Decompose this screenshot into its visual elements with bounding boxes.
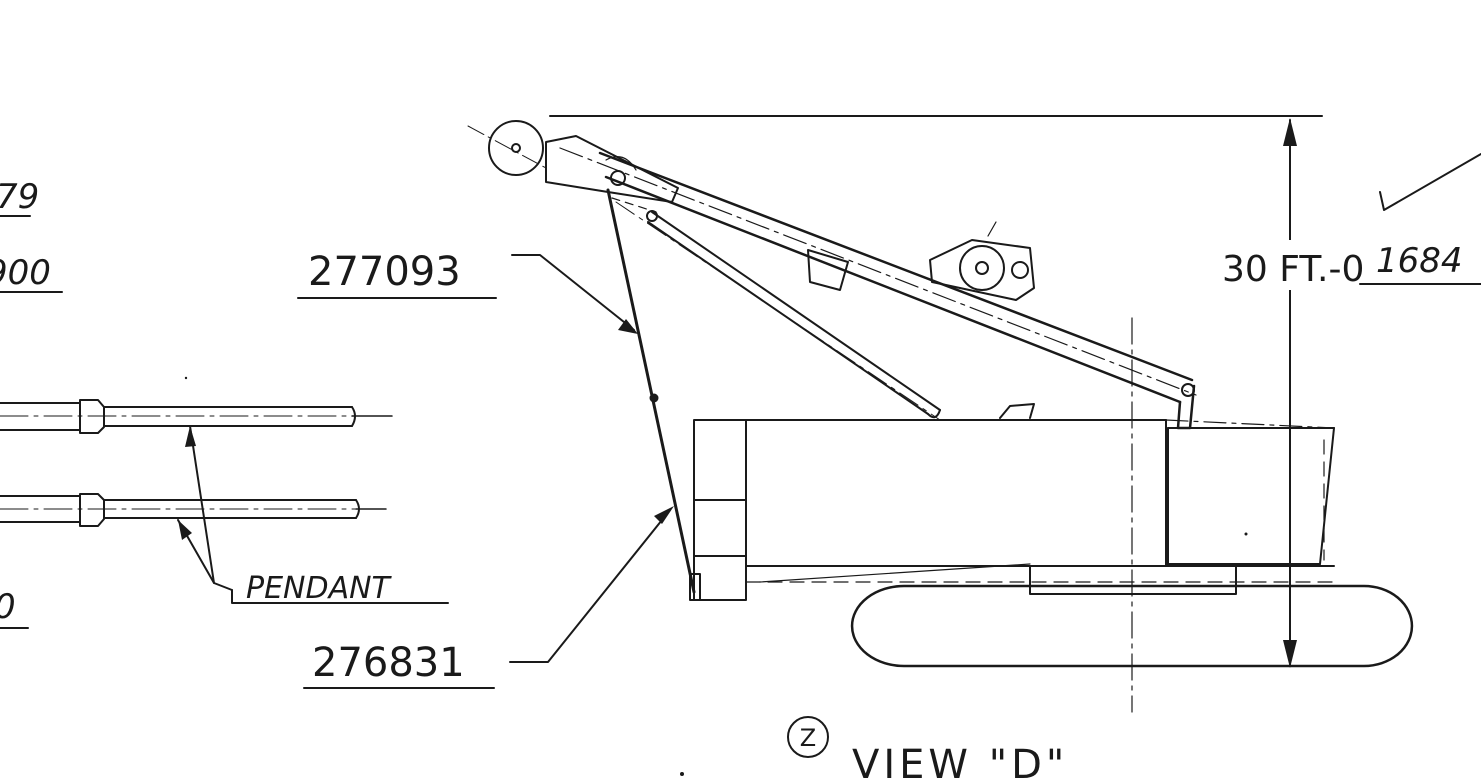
- boom-tip: [467, 120, 679, 203]
- view-marker-circle: [787, 716, 829, 758]
- counterweight: [689, 419, 747, 601]
- pendant-lower-rod: [0, 493, 387, 527]
- view-marker-letter: Z: [800, 724, 816, 752]
- carbody: [1029, 565, 1237, 595]
- crawler-track: [850, 584, 1414, 668]
- pendant-line: [606, 188, 696, 594]
- boom-foot-pin: [1181, 383, 1195, 397]
- left-edge-label-mid: 900: [0, 253, 51, 293]
- leader-277093: [511, 254, 635, 331]
- pendant-arrowhead-upper: [185, 426, 196, 447]
- stray-dot-3: [184, 376, 188, 380]
- mast: [615, 201, 941, 421]
- boom-bracket: [807, 249, 849, 291]
- stray-dot-1: [680, 772, 684, 776]
- main-housing: [745, 419, 1335, 583]
- crane-side-view: 30 FT.-0: [467, 115, 1414, 713]
- boom: [559, 147, 1197, 430]
- stray-dot-2: [1244, 532, 1248, 536]
- part-number-277093: 277093: [308, 249, 461, 295]
- view-title-block: Z VIEW "D": [787, 716, 1068, 779]
- pendant-line-dash: [611, 197, 657, 213]
- callout-right-edge: 1684: [1359, 153, 1481, 285]
- dimension-label: 30 FT.-0: [1222, 249, 1364, 290]
- leader-276831-arrowhead: [654, 506, 674, 524]
- part-number-276831: 276831: [312, 640, 465, 686]
- callout-277093: 277093: [297, 249, 638, 334]
- pendant-upper-rod: [0, 399, 393, 434]
- pendant-arrowhead-lower: [178, 520, 192, 540]
- callout-276831: 276831: [303, 506, 674, 689]
- leader-276831: [509, 509, 671, 663]
- deck-bracket: [999, 403, 1035, 419]
- leader-right-edge: [1379, 153, 1481, 211]
- left-edge-label-top: 79: [0, 177, 39, 217]
- dimension-text-bg: [1214, 240, 1400, 290]
- dimension-arrow-bottom: [1283, 640, 1297, 668]
- left-edge-label-bottom: 0: [0, 587, 16, 627]
- dimension-arrow-top: [1283, 118, 1297, 146]
- pendant-label: PENDANT: [246, 571, 393, 606]
- view-title: VIEW "D": [852, 742, 1068, 779]
- leader-277093-arrowhead: [618, 319, 638, 334]
- pendant-detail: PENDANT 79 900 0: [0, 177, 449, 629]
- part-number-right-edge: 1684: [1376, 241, 1463, 281]
- boom-hoist-block: [929, 221, 1035, 301]
- height-dimension: [1261, 119, 1321, 667]
